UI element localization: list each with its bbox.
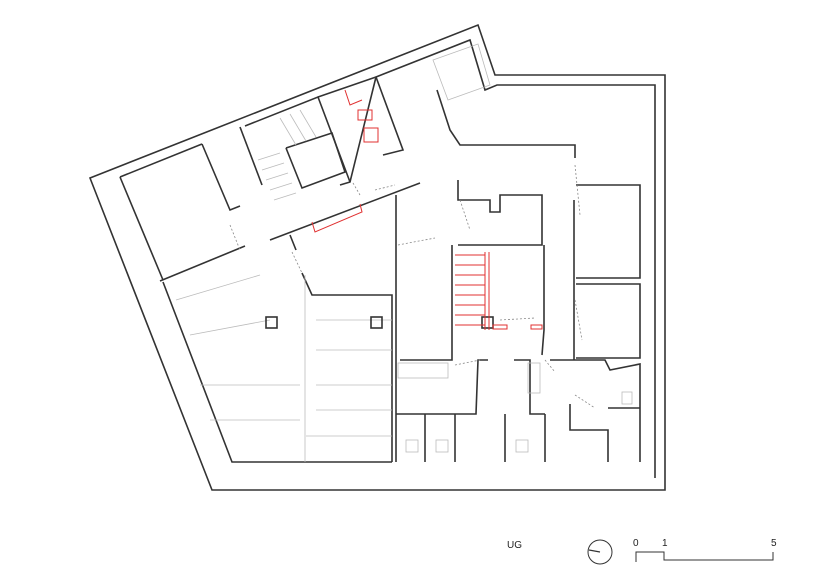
level-label: UG (507, 540, 522, 551)
north-arrow-icon (587, 539, 613, 565)
scale-tick-1: 1 (662, 538, 668, 549)
exterior-walls (88, 23, 666, 491)
scale-tick-5: 5 (771, 538, 777, 549)
door-swings (229, 164, 596, 409)
interior-walls (159, 75, 641, 462)
stair-and-fixtures (175, 43, 633, 462)
scale-tick-0: 0 (633, 538, 639, 549)
red-highlights (311, 89, 543, 330)
scale-bar (635, 551, 774, 562)
